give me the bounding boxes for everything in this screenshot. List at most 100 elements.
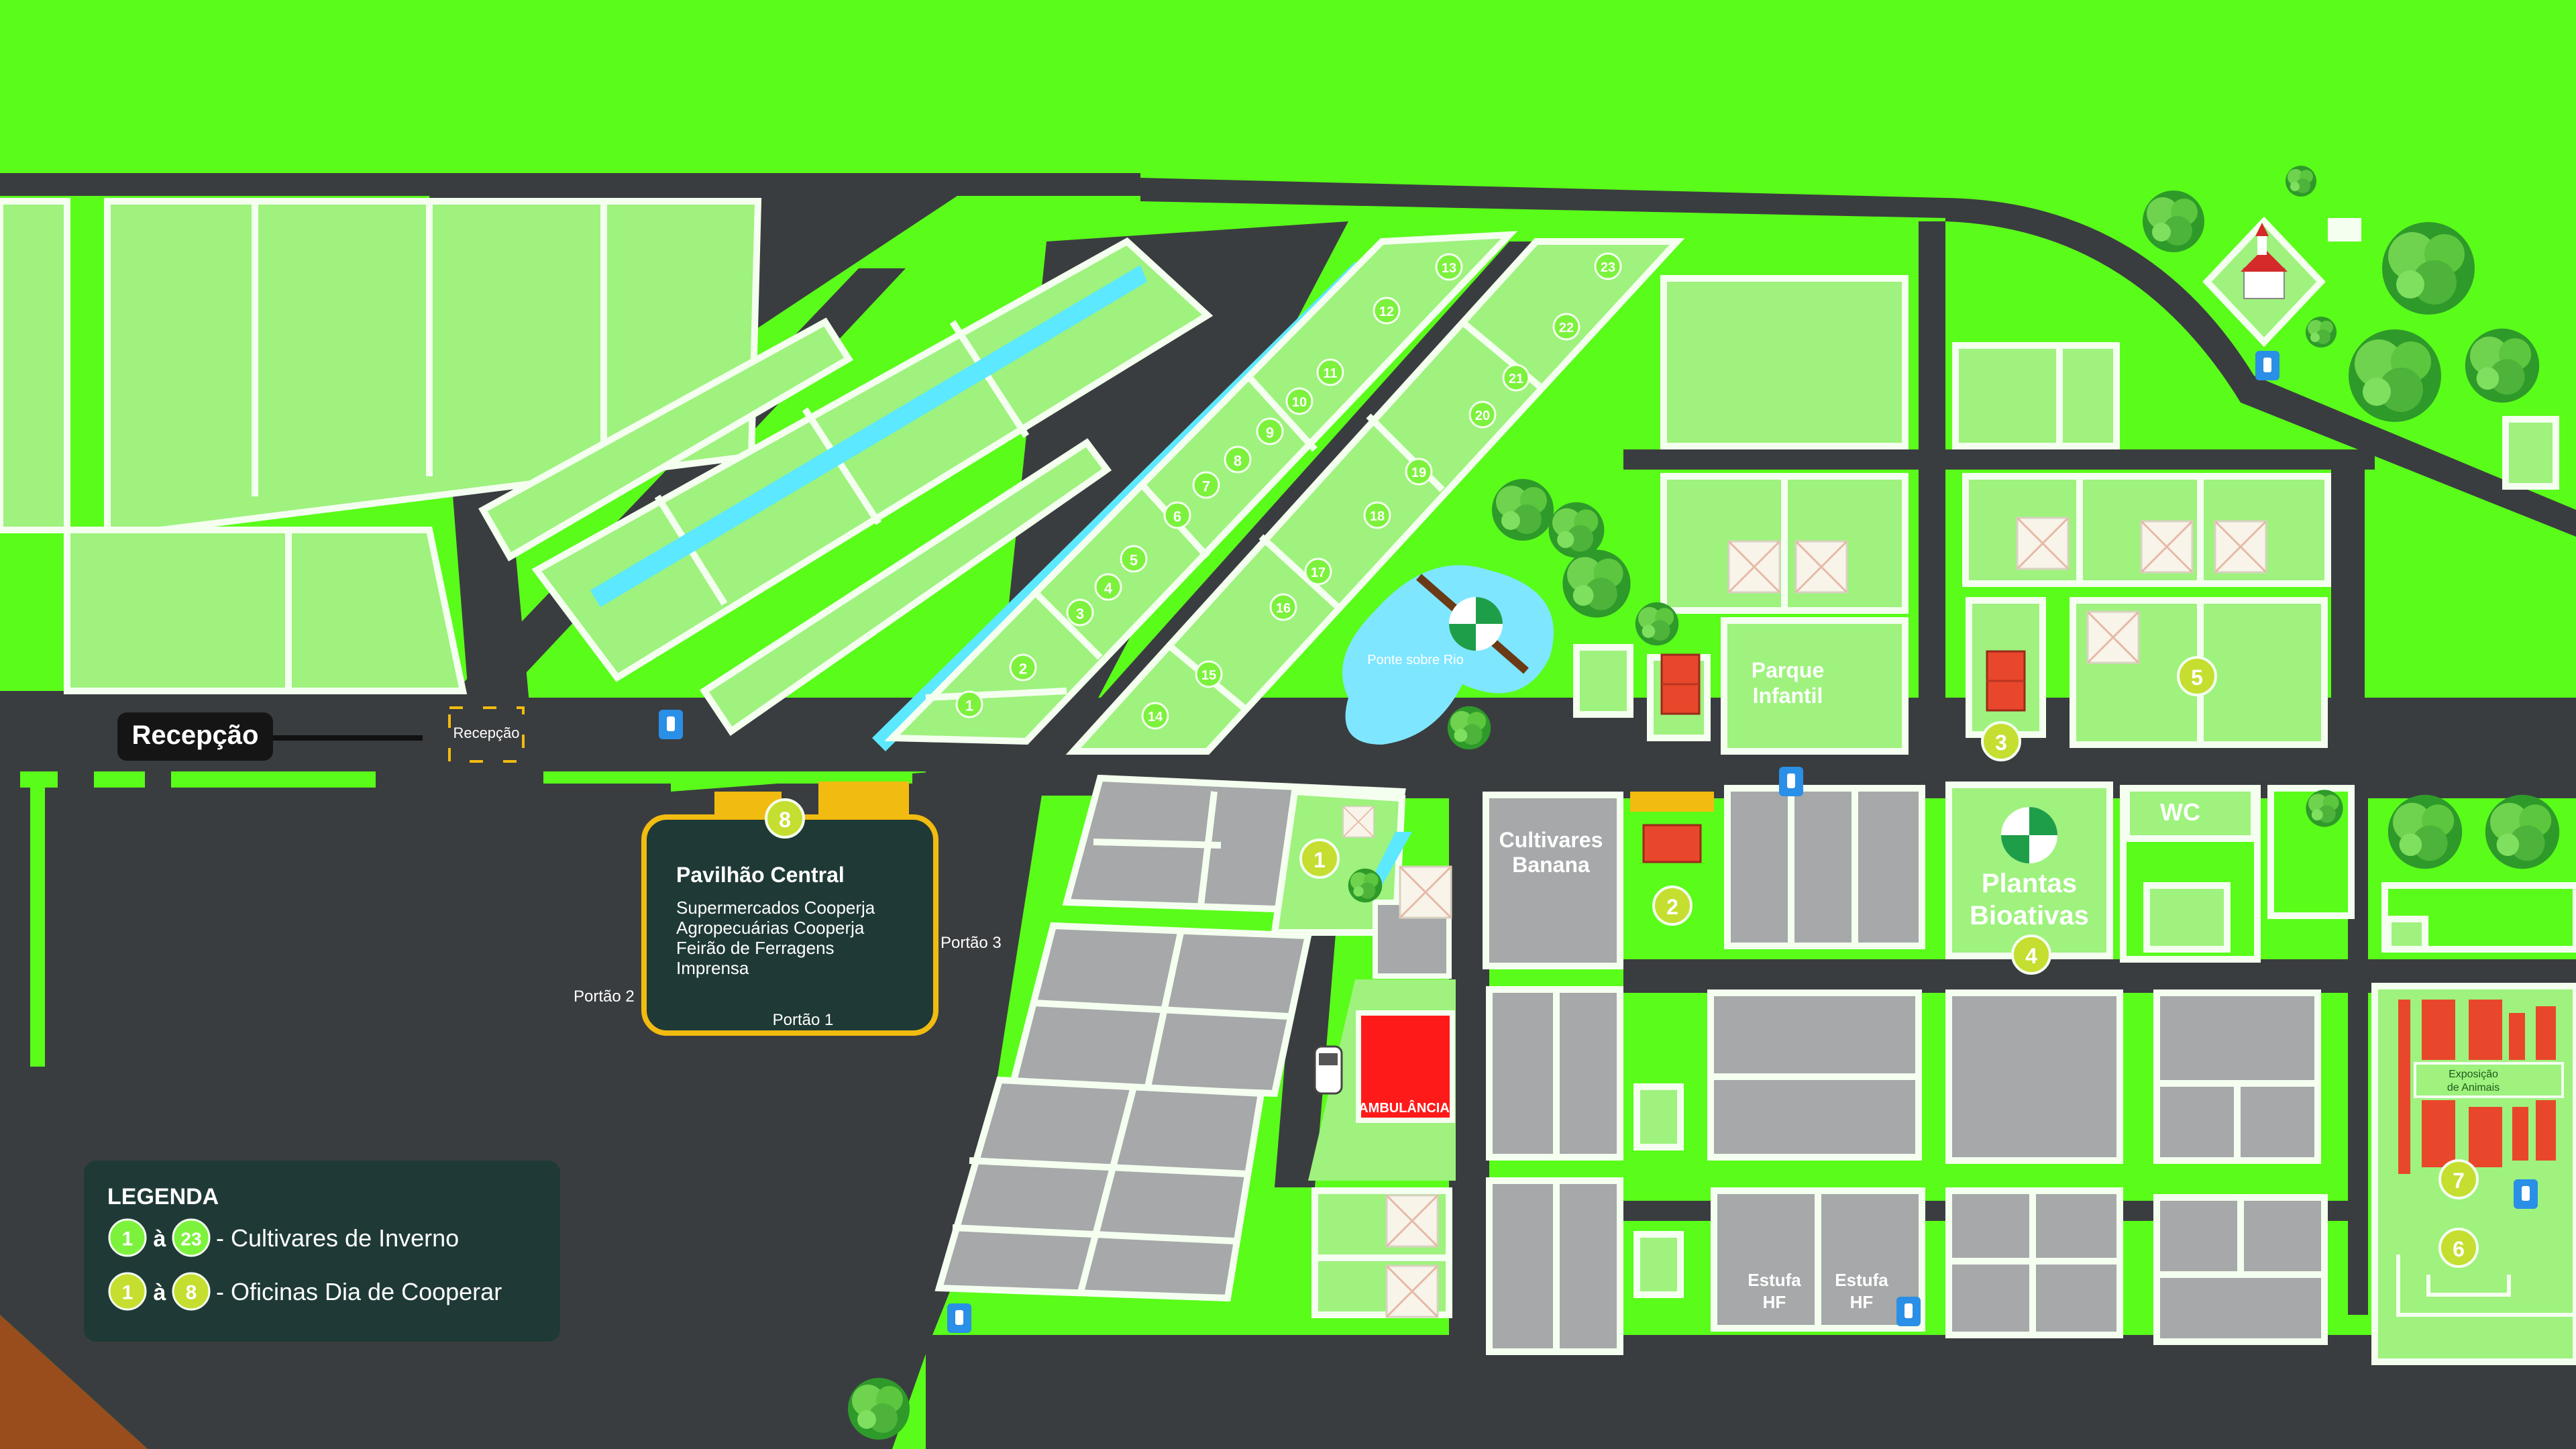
workshop-marker-7-label: 7 (2453, 1169, 2465, 1193)
pavilion-line-3: Feirão de Ferragens (676, 938, 835, 958)
winter-marker-23[interactable]: 23 (1594, 252, 1622, 280)
workshop-marker-4-label: 4 (2025, 944, 2037, 968)
gray-plots-center (1483, 785, 2328, 1355)
winter-marker-2[interactable]: 2 (1009, 653, 1037, 682)
workshop-marker-1-label: 1 (1313, 848, 1326, 872)
winter-marker-10[interactable]: 10 (1285, 387, 1313, 415)
winter-marker-8[interactable]: 8 (1224, 445, 1252, 474)
umbrella-icon (1449, 597, 1503, 651)
workshop-marker-2-label: 2 (1666, 895, 1678, 919)
legend-panel: LEGENDA 1 à 23 - Cultivares de Inverno 1… (84, 1161, 560, 1342)
winter-marker-13[interactable]: 13 (1435, 253, 1463, 281)
reception-tag-label: Recepção (132, 720, 259, 750)
pavilion-line-1: Supermercados Cooperja (676, 898, 875, 918)
winter-marker-10-label: 10 (1292, 395, 1307, 410)
plantas-bioativas-label-1: Plantas (1982, 869, 2077, 898)
winter-marker-1-label: 1 (965, 698, 973, 714)
workshop-marker-4[interactable]: 4 (2011, 934, 2051, 975)
winter-marker-18-label: 18 (1370, 509, 1385, 524)
winter-marker-3-label: 3 (1076, 606, 1084, 623)
winter-marker-15[interactable]: 15 (1195, 660, 1223, 688)
workshop-marker-8[interactable]: 8 (765, 798, 805, 839)
winter-marker-11-label: 11 (1323, 366, 1337, 381)
legend-row1-to: 23 (180, 1229, 201, 1250)
reception-tag[interactable]: Recepção (117, 712, 423, 761)
animal-exhibition-sheds (2398, 1000, 2556, 1174)
winter-marker-6[interactable]: 6 (1163, 501, 1191, 529)
winter-marker-16[interactable]: 16 (1269, 593, 1297, 621)
winter-marker-15-label: 15 (1201, 668, 1216, 683)
legend-row-workshops: 1 à 8 - Oficinas Dia de Cooperar (108, 1272, 502, 1311)
winter-marker-21-label: 21 (1509, 372, 1523, 386)
winter-marker-19-label: 19 (1411, 466, 1426, 480)
estufa-1-label-2: HF (1763, 1292, 1786, 1312)
cultivares-banana-label-2: Banana (1512, 853, 1590, 877)
winter-marker-7[interactable]: 7 (1192, 471, 1220, 499)
canal-south (1368, 832, 1412, 885)
winter-marker-2-label: 2 (1019, 661, 1027, 678)
winter-marker-12[interactable]: 12 (1373, 297, 1401, 325)
winter-marker-5[interactable]: 5 (1120, 545, 1148, 573)
parque-label-1: Parque (1752, 658, 1824, 682)
gate-1-label: Portão 1 (773, 1011, 834, 1029)
winter-marker-21[interactable]: 21 (1502, 364, 1530, 392)
workshop-marker-5-label: 5 (2191, 665, 2203, 690)
umbrella-bioativas-icon (2001, 807, 2057, 863)
winter-marker-6-label: 6 (1173, 508, 1181, 525)
yellow-stand (1630, 792, 1714, 812)
ambulance-label: AMBULÂNCIA (1358, 1099, 1450, 1116)
legend-row2-to: 8 (186, 1282, 197, 1304)
canal-upper (590, 265, 1147, 607)
winter-marker-4[interactable]: 4 (1094, 573, 1122, 601)
workshop-marker-6[interactable]: 6 (2438, 1228, 2479, 1268)
workshop-marker-3-label: 3 (1995, 731, 2007, 755)
workshop-marker-7[interactable]: 7 (2438, 1159, 2479, 1199)
gate-3-label: Portão 3 (941, 934, 1002, 952)
winter-marker-14[interactable]: 14 (1141, 702, 1169, 730)
winter-marker-9[interactable]: 9 (1256, 417, 1284, 445)
winter-marker-20-label: 20 (1475, 409, 1490, 423)
winter-marker-22-label: 22 (1559, 321, 1574, 335)
workshop-marker-1[interactable]: 1 (1299, 839, 1340, 879)
legend-row2-text: - Oficinas Dia de Cooperar (216, 1278, 502, 1305)
winter-marker-23-label: 23 (1601, 260, 1615, 275)
winter-marker-22[interactable]: 22 (1552, 313, 1580, 341)
pavilion-line-2: Agropecuárias Cooperja (676, 918, 865, 938)
winter-cultivar-markers: 1 2 3 4 5 6 7 8 9 10 11 12 13 14 15 16 1… (955, 252, 1622, 730)
winter-marker-1[interactable]: 1 (955, 690, 983, 718)
winter-marker-11[interactable]: 11 (1316, 358, 1344, 386)
cultivares-banana-label-1: Cultivares (1499, 828, 1603, 852)
workshop-marker-3[interactable]: 3 (1981, 721, 2021, 761)
winter-marker-19[interactable]: 19 (1405, 458, 1433, 486)
winter-marker-20[interactable]: 20 (1468, 400, 1497, 429)
estufa-2-label-1: Estufa (1835, 1270, 1888, 1290)
workshop-marker-5[interactable]: 5 (2177, 656, 2217, 696)
exhibition-pens (2396, 1254, 2576, 1317)
legend-row1-from: 1 (122, 1228, 133, 1250)
ambulance-area (1308, 900, 1456, 1181)
central-pavilion[interactable]: Pavilhão Central Supermercados Cooperja … (574, 782, 1002, 1036)
winter-marker-14-label: 14 (1148, 710, 1163, 724)
estufa-2-label-2: HF (1850, 1292, 1874, 1312)
winter-marker-8-label: 8 (1234, 453, 1242, 470)
winter-marker-7-label: 7 (1202, 478, 1210, 495)
winter-marker-5-label: 5 (1130, 552, 1138, 569)
exhibition-label-2: de Animais (2447, 1082, 2500, 1093)
wc-label: WC (2160, 798, 2200, 826)
legend-row2-connector: à (154, 1280, 166, 1305)
exhibition-label-1: Exposição (2449, 1069, 2498, 1080)
winter-marker-9-label: 9 (1266, 425, 1274, 441)
reception-small-label: Recepção (453, 724, 519, 741)
winter-marker-18[interactable]: 18 (1363, 501, 1391, 529)
winter-marker-17[interactable]: 17 (1304, 557, 1332, 586)
bridge-label: Ponte sobre Rio (1367, 653, 1463, 667)
lane-markers (20, 771, 912, 1067)
winter-marker-4-label: 4 (1104, 580, 1113, 597)
winter-marker-3[interactable]: 3 (1066, 598, 1094, 627)
winter-marker-17-label: 17 (1311, 566, 1326, 580)
church-icon (2202, 216, 2326, 347)
workshop-marker-2[interactable]: 2 (1652, 885, 1693, 926)
gate-2-label: Portão 2 (574, 987, 635, 1006)
parque-label-2: Infantil (1753, 684, 1823, 708)
